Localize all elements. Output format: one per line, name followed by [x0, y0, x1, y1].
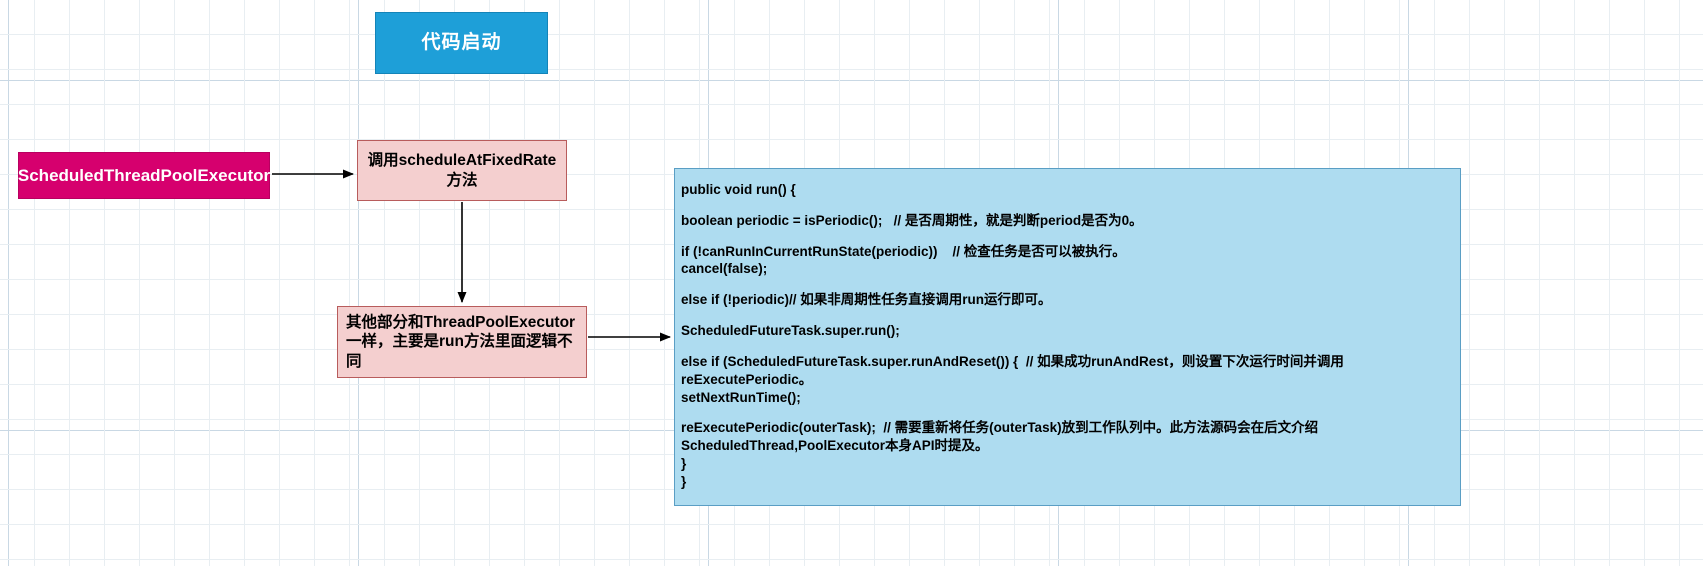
code-line: if (!canRunInCurrentRunState(periodic)) … — [681, 243, 1126, 259]
code-blank-line — [681, 230, 1460, 243]
code-line: else if (ScheduledFutureTask.super.runAn… — [681, 353, 1344, 369]
code-line: boolean periodic = isPeriodic(); // 是否周期… — [681, 212, 1143, 228]
code-block-scheduled-future-task-run: public void run() { boolean periodic = is… — [674, 168, 1461, 506]
code-blank-line — [681, 199, 1460, 212]
title-box[interactable]: 代码启动 — [375, 12, 548, 74]
code-blank-line — [681, 340, 1460, 353]
code-line: cancel(false); — [681, 261, 768, 277]
class-box-scheduled-thread-pool-executor[interactable]: ScheduledThreadPoolExecutor — [18, 152, 270, 199]
code-line: reExecutePeriodic(outerTask); // 需要重新将任务… — [681, 420, 1319, 436]
code-blank-line — [681, 309, 1460, 322]
code-line: ScheduledFutureTask.super.run(); — [681, 323, 900, 339]
code-line: else if (!periodic)// 如果非周期性任务直接调用run运行即… — [681, 292, 1052, 308]
code-blank-line — [681, 278, 1460, 291]
code-blank-line — [681, 406, 1460, 419]
code-line: ScheduledThread,PoolExecutor本身API时提及。 — [681, 438, 989, 454]
code-line: public void run() { — [681, 182, 796, 197]
step-box-run-method-difference[interactable]: 其他部分和ThreadPoolExecutor一样，主要是run方法里面逻辑不同 — [337, 306, 587, 378]
code-line: reExecutePeriodic。 — [681, 371, 813, 387]
code-line: setNextRunTime(); — [681, 389, 801, 405]
code-line: } — [681, 473, 687, 489]
step-box-call-schedule-at-fixed-rate[interactable]: 调用scheduleAtFixedRate 方法 — [357, 140, 567, 201]
code-line: } — [681, 455, 687, 471]
